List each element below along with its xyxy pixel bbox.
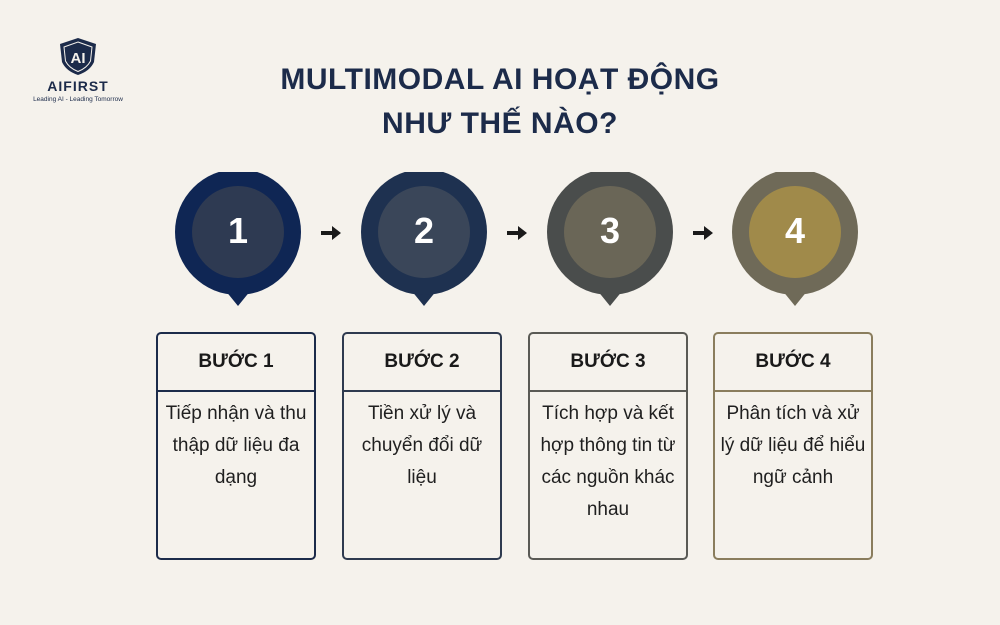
step-4-card: BƯỚC 4 Phân tích và xử lý dữ liệu để hiể… <box>713 332 873 560</box>
step-2-text: Tiền xử lý và chuyển đổi dữ liệu <box>361 403 483 488</box>
logo: AI AIFIRST Leading AI - Leading Tomorrow <box>28 36 128 103</box>
step-4-text: Phân tích và xử lý dữ liệu để hiểu ngữ c… <box>720 403 866 488</box>
shield-logo-icon: AI <box>60 38 96 75</box>
step-1-number: 1 <box>227 210 249 251</box>
step-1-text: Tiếp nhận và thu thập dữ liệu đa dạng <box>165 403 307 488</box>
page-title: MULTIMODAL AI HOẠT ĐỘNG NHƯ THẾ NÀO? <box>200 58 800 146</box>
step-4-number: 4 <box>784 210 806 251</box>
logo-tagline: Leading AI - Leading Tomorrow <box>33 96 123 103</box>
step-1-heading: BƯỚC 1 <box>158 334 314 392</box>
step-1-pin: 1 <box>173 172 303 308</box>
logo-name: AIFIRST <box>47 78 109 94</box>
step-2: 2 BƯỚC 2 Tiền xử lý và chuyển đổi dữ liệ… <box>342 172 506 560</box>
arrow-right-icon <box>505 224 529 247</box>
step-4: 4 BƯỚC 4 Phân tích và xử lý dữ liệu để h… <box>713 172 877 560</box>
step-2-heading: BƯỚC 2 <box>344 334 500 392</box>
logo-mark: AI <box>71 50 86 67</box>
step-1-card: BƯỚC 1 Tiếp nhận và thu thập dữ liệu đa … <box>156 332 316 560</box>
step-2-pin: 2 <box>359 172 489 308</box>
step-3-card: BƯỚC 3 Tích hợp và kết hợp thông tin từ … <box>528 332 688 560</box>
step-3-text: Tích hợp và kết hợp thông tin từ các ngu… <box>540 403 676 520</box>
step-3: 3 BƯỚC 3 Tích hợp và kết hợp thông tin t… <box>528 172 692 560</box>
title-line-1: MULTIMODAL AI HOẠT ĐỘNG <box>280 63 720 96</box>
step-3-pin: 3 <box>545 172 675 308</box>
step-3-number: 3 <box>599 210 621 251</box>
step-2-card: BƯỚC 2 Tiền xử lý và chuyển đổi dữ liệu <box>342 332 502 560</box>
step-1: 1 BƯỚC 1 Tiếp nhận và thu thập dữ liệu đ… <box>156 172 320 560</box>
arrow-right-icon <box>691 224 715 247</box>
arrow-right-icon <box>319 224 343 247</box>
step-3-heading: BƯỚC 3 <box>530 334 686 392</box>
step-2-number: 2 <box>413 210 435 251</box>
title-line-2: NHƯ THẾ NÀO? <box>382 107 618 140</box>
step-4-pin: 4 <box>730 172 860 308</box>
step-4-heading: BƯỚC 4 <box>715 334 871 392</box>
